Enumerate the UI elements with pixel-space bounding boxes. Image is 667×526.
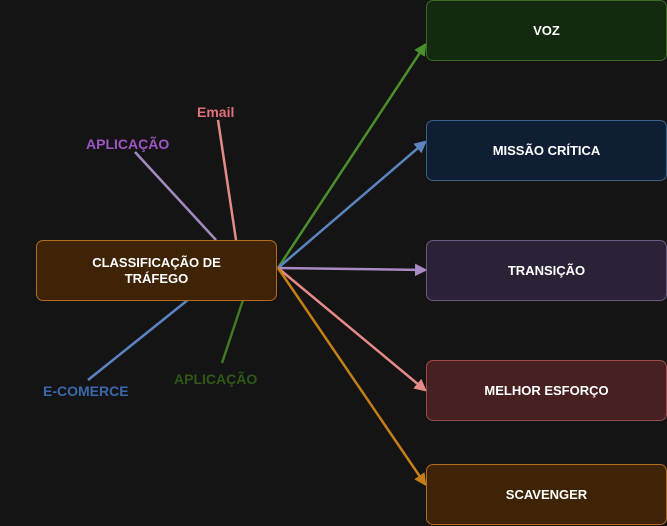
traffic-classification-node: CLASSIFICAÇÃO DE TRÁFEGO bbox=[36, 240, 277, 301]
melhor-esforco-node: MELHOR ESFORÇO bbox=[426, 360, 667, 421]
scavenger-arrow bbox=[276, 267, 427, 487]
aplicacao-bottom-label: APLICAÇÃO bbox=[174, 371, 258, 387]
email-label: Email bbox=[197, 104, 235, 120]
transicao-node: TRANSIÇÃO bbox=[426, 240, 667, 301]
missao-critica-node: MISSÃO CRÍTICA bbox=[426, 120, 667, 181]
email-connector-line bbox=[216, 119, 238, 241]
ecomerce-label: E-COMERCE bbox=[43, 383, 129, 399]
missao-critica-arrow bbox=[277, 140, 427, 269]
melhor-esforco-label: MELHOR ESFORÇO bbox=[484, 382, 609, 398]
voz-node: VOZ bbox=[426, 0, 667, 61]
melhor-esforco-arrow bbox=[277, 267, 427, 392]
scavenger-label: SCAVENGER bbox=[505, 486, 588, 502]
transicao-label: TRANSIÇÃO bbox=[507, 262, 586, 278]
aplicacao-top-label: APLICAÇÃO bbox=[86, 136, 170, 152]
traffic-classification-label: CLASSIFICAÇÃO DE TRÁFEGO bbox=[92, 254, 221, 286]
scavenger-node: SCAVENGER bbox=[426, 464, 667, 525]
aplicacao-top-connector-line bbox=[134, 151, 217, 241]
transicao-arrow bbox=[277, 263, 428, 277]
voz-label: VOZ bbox=[533, 22, 560, 38]
missao-critica-label: MISSÃO CRÍTICA bbox=[492, 142, 601, 158]
ecomerce-connector-line bbox=[87, 298, 190, 381]
voz-arrow bbox=[276, 42, 427, 269]
aplicacao-bottom-connector-line bbox=[220, 299, 245, 364]
